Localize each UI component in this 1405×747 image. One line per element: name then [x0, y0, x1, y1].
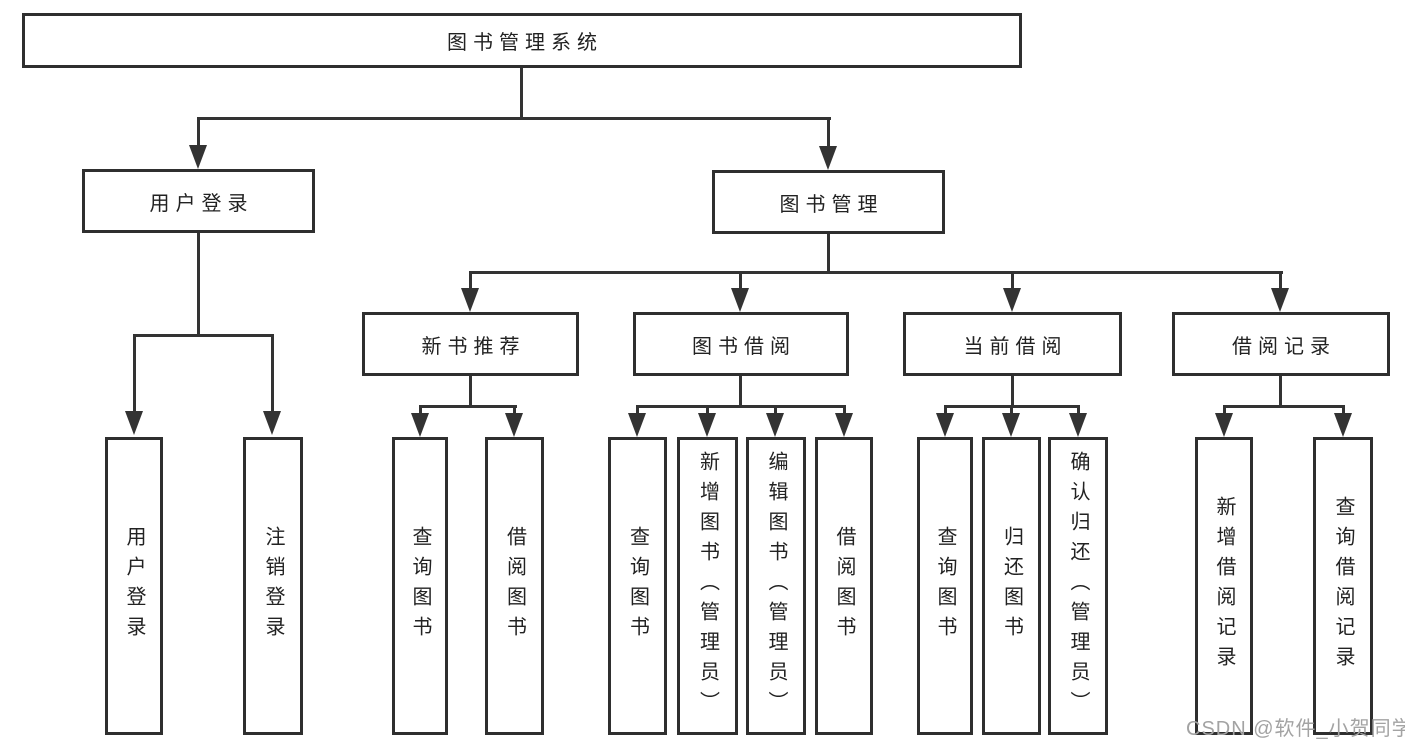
leaf-query-borrow-record-label: 查询借阅记录 — [1332, 496, 1354, 676]
leaf-query-books-current: 查询图书 — [917, 437, 973, 735]
leaf-edit-book-admin: 编辑图书（管理员） — [746, 437, 806, 735]
leaf-logout-label: 注销登录 — [262, 526, 284, 646]
arrow-down-icon — [936, 413, 954, 437]
node-book-borrowing-label: 图书借阅 — [692, 335, 796, 358]
edge-book-mgmt-drop-1 — [469, 271, 472, 288]
edge-records-rail — [1223, 405, 1344, 408]
leaf-query-books-borrow: 查询图书 — [608, 437, 667, 735]
arrow-down-icon — [1002, 413, 1020, 437]
leaf-borrow-books-label: 借阅图书 — [833, 526, 855, 646]
arrow-down-icon — [1003, 288, 1021, 312]
edge-borrowing-drop-3 — [774, 405, 777, 413]
node-current-borrowing-label: 当前借阅 — [963, 335, 1068, 358]
node-new-book-recommend: 新书推荐 — [362, 312, 579, 376]
leaf-add-book-admin: 新增图书（管理员） — [677, 437, 738, 735]
leaf-query-books-borrow-label: 查询图书 — [626, 526, 649, 646]
edge-records-stem — [1279, 376, 1282, 408]
edge-root-rail — [198, 117, 831, 120]
arrow-down-icon — [731, 288, 749, 312]
arrow-down-icon — [263, 411, 281, 435]
edge-current-drop-1 — [944, 405, 947, 413]
node-new-book-recommend-label: 新书推荐 — [421, 335, 526, 358]
edge-recommend-stem — [469, 376, 472, 408]
edge-borrowing-drop-2 — [706, 405, 709, 413]
leaf-query-books-recommend-label: 查询图书 — [409, 526, 431, 646]
node-borrowing-records: 借阅记录 — [1172, 312, 1390, 376]
edge-current-stem — [1011, 376, 1014, 408]
arrow-down-icon — [461, 288, 479, 312]
edge-current-drop-2 — [1010, 405, 1013, 413]
arrow-down-icon — [1215, 413, 1233, 437]
leaf-return-books: 归还图书 — [982, 437, 1041, 735]
edge-user-login-rail — [133, 334, 274, 337]
leaf-query-borrow-record: 查询借阅记录 — [1313, 437, 1373, 735]
edge-records-drop-2 — [1342, 405, 1345, 413]
node-book-management-label: 图书管理 — [779, 193, 884, 216]
node-book-borrowing: 图书借阅 — [633, 312, 849, 376]
edge-records-drop-1 — [1223, 405, 1226, 413]
arrow-down-icon — [1069, 413, 1087, 437]
edge-root-stem — [520, 68, 523, 120]
leaf-add-book-admin-label: 新增图书（管理员） — [696, 451, 719, 721]
arrow-down-icon — [505, 413, 523, 437]
leaf-add-borrow-record: 新增借阅记录 — [1195, 437, 1253, 735]
edge-book-mgmt-stem — [827, 234, 830, 274]
edge-book-mgmt-drop-2 — [739, 271, 742, 288]
arrow-down-icon — [698, 413, 716, 437]
edge-book-mgmt-rail — [469, 271, 1283, 274]
arrow-down-icon — [411, 413, 429, 437]
node-book-management: 图书管理 — [712, 170, 945, 234]
leaf-query-books-current-label: 查询图书 — [934, 526, 956, 646]
node-user-login: 用户登录 — [82, 169, 315, 233]
edge-borrowing-drop-1 — [636, 405, 639, 413]
edge-user-login-drop-2 — [271, 334, 274, 411]
node-library-system: 图书管理系统 — [22, 13, 1022, 68]
edge-borrowing-drop-4 — [843, 405, 846, 413]
edge-user-login-drop-1 — [133, 334, 136, 411]
edge-book-mgmt-drop-4 — [1279, 271, 1282, 288]
edge-borrowing-rail — [636, 405, 846, 408]
edge-root-drop-right — [827, 117, 830, 146]
edge-user-login-stem — [197, 233, 200, 337]
edge-recommend-drop-1 — [419, 405, 422, 413]
leaf-add-borrow-record-label: 新增借阅记录 — [1213, 496, 1235, 676]
node-borrowing-records-label: 借阅记录 — [1232, 335, 1336, 358]
leaf-borrow-books-recommend-label: 借阅图书 — [503, 526, 526, 646]
leaf-confirm-return-admin-label: 确认归还（管理员） — [1067, 451, 1089, 721]
edge-recommend-rail — [419, 405, 517, 408]
arrow-down-icon — [1334, 413, 1352, 437]
leaf-user-login-label: 用户登录 — [123, 526, 145, 646]
arrow-down-icon — [1271, 288, 1289, 312]
edge-borrowing-stem — [739, 376, 742, 408]
csdn-watermark: CSDN @软件_小贺同学 — [1186, 718, 1405, 740]
arrow-down-icon — [819, 146, 837, 170]
node-library-system-label: 图书管理系统 — [447, 32, 603, 54]
arrow-down-icon — [125, 411, 143, 435]
node-user-login-label: 用户登录 — [149, 192, 254, 215]
leaf-return-books-label: 归还图书 — [1000, 526, 1023, 646]
leaf-borrow-books-recommend: 借阅图书 — [485, 437, 544, 735]
arrow-down-icon — [628, 413, 646, 437]
edge-recommend-drop-2 — [513, 405, 516, 413]
edge-root-drop-left — [197, 117, 200, 145]
node-current-borrowing: 当前借阅 — [903, 312, 1122, 376]
edge-current-drop-3 — [1077, 405, 1080, 413]
leaf-logout: 注销登录 — [243, 437, 303, 735]
arrow-down-icon — [766, 413, 784, 437]
leaf-edit-book-admin-label: 编辑图书（管理员） — [765, 451, 787, 721]
arrow-down-icon — [835, 413, 853, 437]
leaf-confirm-return-admin: 确认归还（管理员） — [1048, 437, 1108, 735]
arrow-down-icon — [189, 145, 207, 169]
edge-book-mgmt-drop-3 — [1011, 271, 1014, 288]
leaf-borrow-books: 借阅图书 — [815, 437, 873, 735]
leaf-user-login: 用户登录 — [105, 437, 163, 735]
leaf-query-books-recommend: 查询图书 — [392, 437, 448, 735]
